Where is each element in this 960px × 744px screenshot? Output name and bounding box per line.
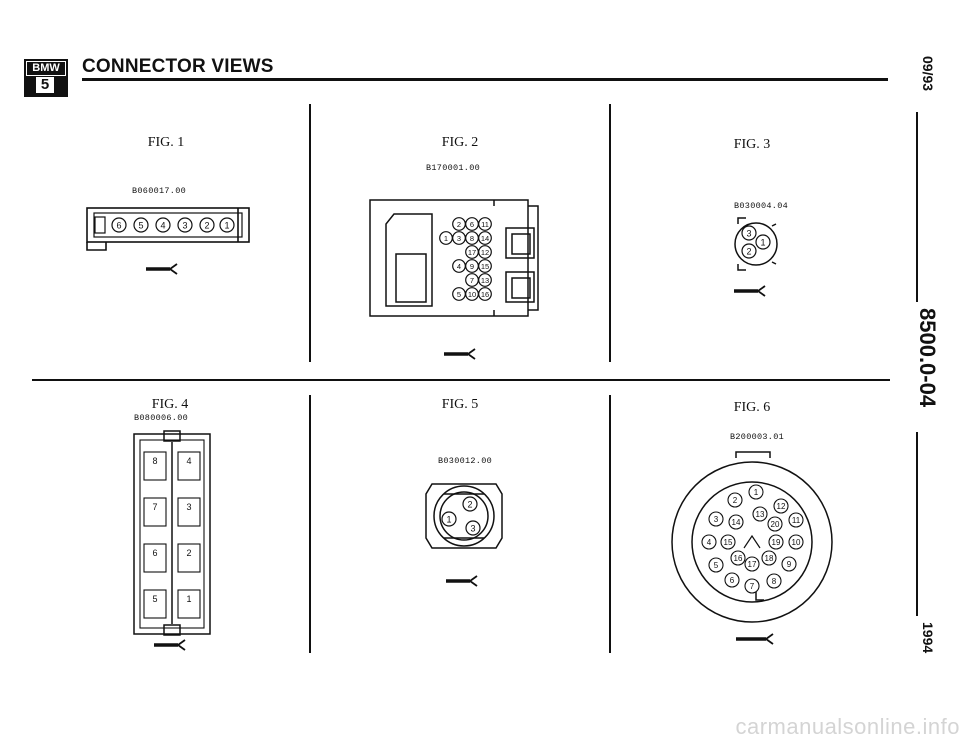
fig2-pin: 10 (468, 290, 476, 299)
fig3-pin: 1 (760, 238, 765, 248)
fig6-pin: 14 (732, 518, 741, 527)
fig2-pin: 4 (457, 262, 461, 271)
fig2-pin: 11 (481, 220, 489, 229)
middle-rule (32, 379, 890, 381)
fig3-label: FIG. 3 (733, 137, 771, 152)
fig4-label: FIG. 4 (151, 397, 189, 412)
fig4-pin: 2 (186, 548, 191, 558)
fig2-pin: 12 (481, 248, 489, 257)
fig1-pin: 4 (160, 221, 165, 231)
fig6-pin: 3 (714, 515, 719, 524)
fig4-wire-icon (154, 639, 186, 651)
fig2-pin: 16 (481, 290, 489, 299)
fig1-pin: 5 (138, 221, 143, 231)
divider-top-right (609, 104, 611, 362)
fig6-pin: 13 (756, 510, 765, 519)
side-rule-1 (916, 112, 918, 302)
fig6-pin: 20 (771, 520, 780, 529)
fig6-pin: 19 (772, 538, 781, 547)
side-date: 09/93 (920, 56, 936, 92)
fig1-pin: 3 (182, 221, 187, 231)
side-rule-2 (916, 432, 918, 616)
fig6-pin: 6 (730, 576, 735, 585)
fig3-wire-icon (734, 285, 766, 297)
page-title: CONNECTOR VIEWS (82, 56, 274, 77)
fig3-connector: 3 1 2 (734, 217, 778, 271)
fig4-code: B080006.00 (134, 413, 189, 423)
fig2-pin: 1 (444, 234, 448, 243)
fig1-code: B060017.00 (132, 186, 187, 196)
fig6-pin: 5 (714, 561, 719, 570)
fig4-pin: 8 (152, 456, 157, 466)
fig2-pin: 2 (457, 220, 461, 229)
fig6-pin: 15 (724, 538, 733, 547)
fig6-pin: 16 (734, 554, 743, 563)
fig6-pin: 11 (792, 516, 801, 525)
fig6-code: B200003.01 (730, 432, 785, 442)
fig1-pin: 1 (224, 221, 229, 231)
fig6-wire-icon (736, 633, 774, 645)
fig5-wire-icon (446, 575, 478, 587)
fig5-pin: 1 (446, 515, 451, 525)
fig1-wire-icon (146, 263, 178, 275)
bmw-logo: BMW 5 (24, 59, 68, 97)
fig4-connector: 8 4 7 3 6 2 5 1 (133, 430, 211, 636)
fig2-pin: 15 (481, 262, 489, 271)
fig2-pin: 7 (470, 276, 474, 285)
fig4-pin: 5 (152, 594, 157, 604)
fig4-pin: 3 (186, 502, 191, 512)
fig2-pin: 9 (470, 262, 474, 271)
fig2-pin: 13 (481, 276, 489, 285)
side-doc-number: 8500.0-04 (915, 308, 940, 408)
fig6-pin: 18 (765, 554, 774, 563)
fig6-pin: 8 (772, 577, 777, 586)
logo-series: 5 (36, 77, 54, 93)
fig2-pin: 8 (470, 234, 474, 243)
side-year: 1994 (920, 622, 936, 654)
fig2-pin: 17 (468, 248, 476, 257)
fig4-pin: 4 (186, 456, 191, 466)
fig5-label: FIG. 5 (441, 397, 479, 412)
fig6-label: FIG. 6 (733, 400, 771, 415)
divider-top-left (309, 104, 311, 362)
fig1-pin: 6 (116, 221, 121, 231)
fig2-code: B170001.00 (426, 163, 481, 173)
fig6-pin: 4 (707, 538, 712, 547)
divider-bottom-left (309, 395, 311, 653)
fig3-pin: 2 (746, 247, 751, 257)
fig2-wire-icon (444, 348, 476, 360)
fig4-pin: 7 (152, 502, 157, 512)
fig1-pin: 2 (204, 221, 209, 231)
fig1-connector: 6 5 4 3 2 1 (86, 207, 250, 251)
logo-brand: BMW (26, 61, 66, 76)
fig5-pin: 2 (467, 500, 472, 510)
fig6-pin: 7 (750, 582, 755, 591)
watermark[interactable]: carmanualsonline.info (735, 714, 960, 739)
header-rule (82, 78, 888, 81)
fig2-connector: 2 6 11 1 3 8 14 17 12 4 9 15 7 13 5 10 1… (369, 199, 539, 317)
fig3-pin: 3 (746, 229, 751, 239)
fig4-pin: 1 (186, 594, 191, 604)
fig6-pin: 12 (777, 502, 786, 511)
fig1-label: FIG. 1 (147, 135, 185, 150)
fig3-code: B030004.04 (734, 201, 789, 211)
fig5-connector: 2 1 3 (425, 483, 503, 549)
fig6-pin: 1 (754, 488, 759, 497)
fig6-pin: 17 (748, 560, 757, 569)
fig6-pin: 2 (733, 496, 738, 505)
fig4-pin: 6 (152, 548, 157, 558)
fig2-pin: 6 (470, 220, 474, 229)
fig2-pin: 5 (457, 290, 461, 299)
fig2-pin: 14 (481, 234, 489, 243)
fig2-label: FIG. 2 (441, 135, 479, 150)
fig6-pin: 9 (787, 560, 792, 569)
fig5-pin: 3 (470, 524, 475, 534)
fig5-code: B030012.00 (438, 456, 493, 466)
divider-bottom-right (609, 395, 611, 653)
fig6-connector: 1 12 2 13 3 14 20 11 4 15 19 10 16 18 5 … (671, 451, 833, 623)
fig6-pin: 10 (792, 538, 801, 547)
fig2-pin: 3 (457, 234, 461, 243)
